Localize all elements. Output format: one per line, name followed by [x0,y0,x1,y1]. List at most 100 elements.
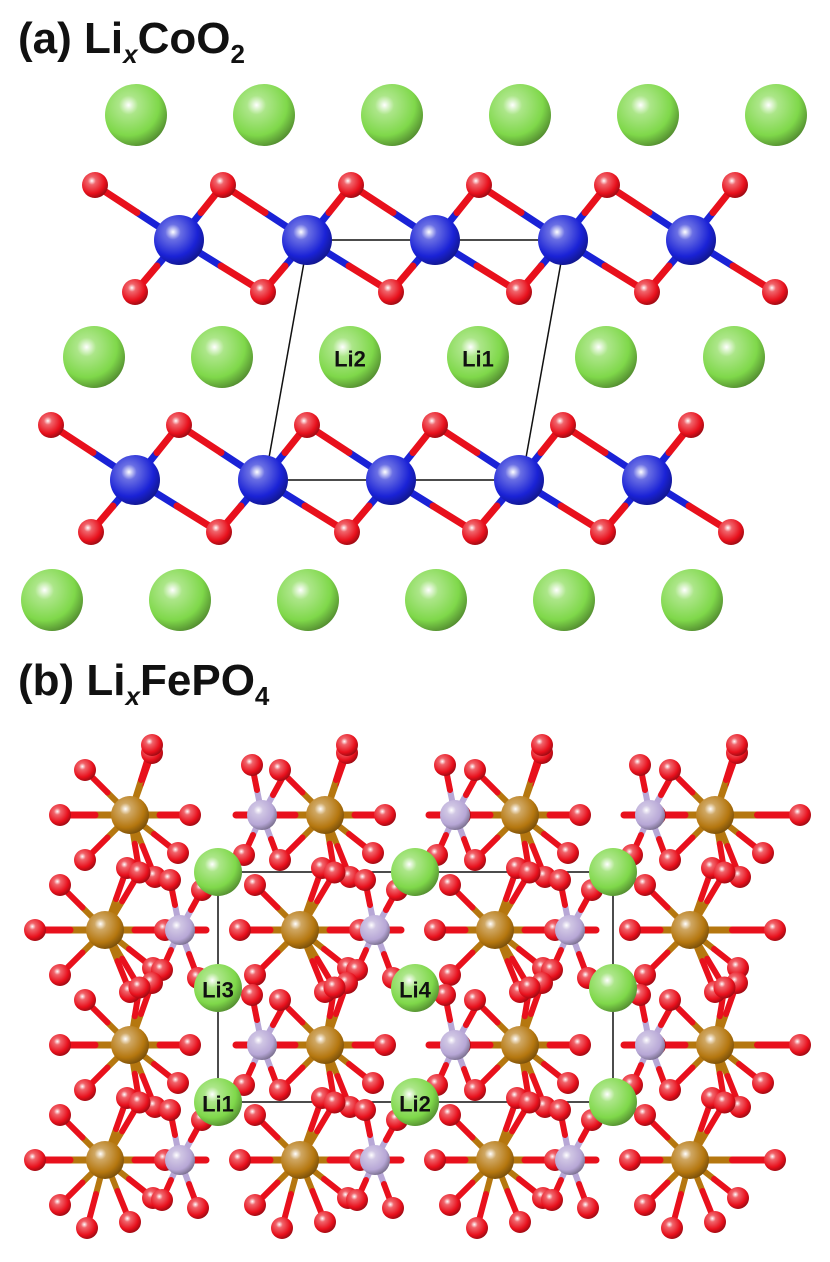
cobalt-atom [366,455,416,505]
phosphorus-atom [555,915,585,945]
iron-atom [306,1026,344,1064]
lithium-atom [319,326,381,388]
oxygen-atom [727,1187,749,1209]
lithium-atom [63,326,125,388]
oxygen-atom [764,919,786,941]
iron-atom [476,911,514,949]
oxygen-atom [557,1072,579,1094]
oxygen-atom [506,279,532,305]
oxygen-atom [334,519,360,545]
formula-subscript-n: 2 [230,38,245,69]
oxygen-atom [659,759,681,781]
lithium-atom [661,569,723,631]
phosphorus-atom [440,800,470,830]
oxygen-atom [74,989,96,1011]
oxygen-atom [531,734,553,756]
oxygen-atom [187,1197,209,1219]
oxygen-atom [704,1211,726,1233]
oxygen-atom [569,804,591,826]
lithium-atom [405,569,467,631]
formula-base: Li [86,656,126,705]
oxygen-atom [271,1217,293,1239]
oxygen-atom [78,519,104,545]
oxygen-atom [244,964,266,986]
oxygen-atom [244,1104,266,1126]
oxygen-atom [74,849,96,871]
iron-atom [671,911,709,949]
oxygen-atom [659,849,681,871]
phosphorus-atom [247,800,277,830]
phosphorus-atom [635,800,665,830]
panel-a-title: (a) LixCoO2 [18,14,245,70]
oxygen-atom [464,849,486,871]
cobalt-atom [282,215,332,265]
oxygen-atom [49,1104,71,1126]
oxygen-atom [424,1149,446,1171]
iron-atom [501,1026,539,1064]
oxygen-atom [141,734,163,756]
formula-base: Li [84,14,124,63]
phosphorus-atom [247,1030,277,1060]
site-label: Li3 [202,978,234,1003]
oxygen-atom [323,976,346,999]
oxygen-atom [244,874,266,896]
iron-atom [111,796,149,834]
lithium-atom [589,1078,637,1126]
iron-atom [86,911,124,949]
phosphorus-atom [165,915,195,945]
oxygen-atom [434,984,456,1006]
oxygen-atom [722,172,748,198]
oxygen-atom [122,279,148,305]
site-label: Li1 [462,347,494,372]
oxygen-atom [422,412,448,438]
iron-atom [671,1141,709,1179]
oxygen-atom [439,1194,461,1216]
oxygen-atom [634,279,660,305]
oxygen-atom [336,734,358,756]
lithium-atom [191,326,253,388]
lithium-atom [233,84,295,146]
oxygen-atom [518,861,541,884]
lithium-atom [391,848,439,896]
site-label: Li2 [399,1092,431,1117]
phosphorus-atom [360,1145,390,1175]
oxygen-atom [167,842,189,864]
phosphorus-atom [635,1030,665,1060]
oxygen-atom [49,804,71,826]
lithium-atom [391,964,439,1012]
lithium-atom [149,569,211,631]
oxygen-atom [557,842,579,864]
oxygen-atom [206,519,232,545]
lithium-atom [703,326,765,388]
oxygen-atom [439,874,461,896]
site-label: Li4 [399,978,432,1003]
oxygen-atom [354,869,376,891]
site-label: Li1 [202,1092,234,1117]
oxygen-atom [678,412,704,438]
oxygen-atom [269,849,291,871]
oxygen-atom [210,172,236,198]
lithium-atom [361,84,423,146]
oxygen-atom [167,1072,189,1094]
iron-atom [696,796,734,834]
iron-atom [281,911,319,949]
oxygen-atom [713,861,736,884]
oxygen-atom [229,919,251,941]
lithium-atom [194,848,242,896]
iron-atom [501,796,539,834]
formula-rest: CoO [137,14,231,63]
oxygen-atom [634,874,656,896]
oxygen-atom [24,919,46,941]
oxygen-atom [49,1034,71,1056]
oxygen-atom [38,412,64,438]
oxygen-atom [752,1072,774,1094]
formula-subscript-n: 4 [254,680,270,711]
iron-atom [476,1141,514,1179]
oxygen-atom [619,919,641,941]
oxygen-atom [24,1149,46,1171]
oxygen-atom [550,412,576,438]
oxygen-atom [314,1211,336,1233]
oxygen-atom [424,919,446,941]
iron-atom [696,1026,734,1064]
